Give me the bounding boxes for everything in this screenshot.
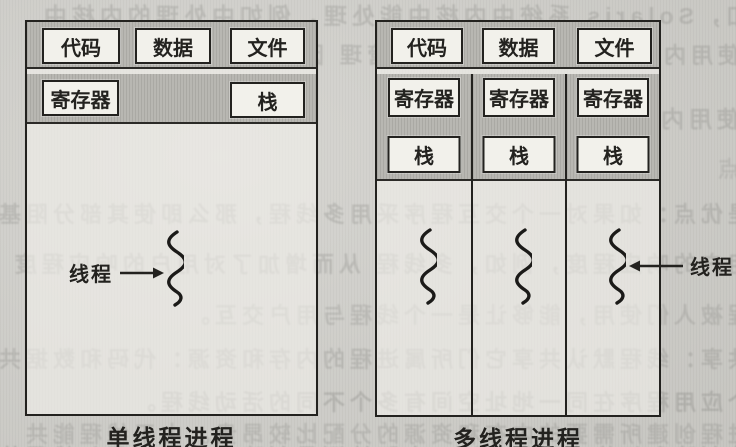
- thread-squiggle-icon: [515, 228, 532, 305]
- caption-multi-thread: 多线程进程: [453, 426, 583, 447]
- data-box: 数据: [135, 28, 211, 64]
- thread-label: 线程: [69, 264, 113, 286]
- arrow-right-icon: [120, 267, 164, 278]
- thread-column-2: 寄存器 栈: [473, 74, 567, 415]
- thread-label: 线程: [690, 257, 734, 279]
- code-box: 代码: [391, 28, 463, 64]
- process-resources-band: 代码 数据 文件: [377, 22, 659, 69]
- caption-single-thread: 单线程进程: [106, 425, 237, 447]
- stack-box: 栈: [387, 136, 461, 173]
- thread-annotation-right: 线程: [628, 251, 734, 280]
- thread-columns: 寄存器 栈 寄存器 栈 寄存器 栈: [377, 74, 659, 415]
- registers-box: 寄存器: [483, 78, 555, 117]
- registers-box: 寄存器: [388, 78, 460, 117]
- multi-thread-process-diagram: 代码 数据 文件 寄存器 栈 寄存器 栈 寄存器 栈: [375, 20, 661, 417]
- stack-box: 栈: [576, 136, 650, 173]
- thread-context-band: 寄存器 栈: [377, 74, 471, 181]
- registers-box: 寄存器: [577, 78, 649, 117]
- thread-squiggle-icon: [420, 228, 437, 305]
- process-resources-band: 代码 数据 文件: [27, 22, 316, 69]
- thread-context-band: 寄存器 栈: [567, 74, 659, 181]
- stack-box: 栈: [482, 136, 556, 173]
- thread-column-3: 寄存器 栈: [567, 74, 659, 415]
- arrow-left-icon: [629, 260, 683, 271]
- single-thread-process-diagram: 代码 数据 文件 寄存器 栈 线程: [25, 20, 318, 416]
- code-box: 代码: [42, 28, 120, 64]
- files-box: 文件: [230, 28, 305, 64]
- data-box: 数据: [482, 28, 555, 64]
- registers-box: 寄存器: [42, 80, 119, 116]
- thread-column-1: 寄存器 栈: [377, 74, 473, 415]
- thread-squiggle-icon: [167, 230, 184, 307]
- thread-squiggle-icon: [609, 228, 626, 305]
- thread-annotation-left: 线程: [69, 258, 165, 287]
- files-box: 文件: [577, 28, 652, 64]
- stack-box: 栈: [230, 82, 305, 118]
- thread-context-band: 寄存器 栈: [473, 74, 565, 181]
- thread-context-band: 寄存器 栈: [27, 74, 316, 124]
